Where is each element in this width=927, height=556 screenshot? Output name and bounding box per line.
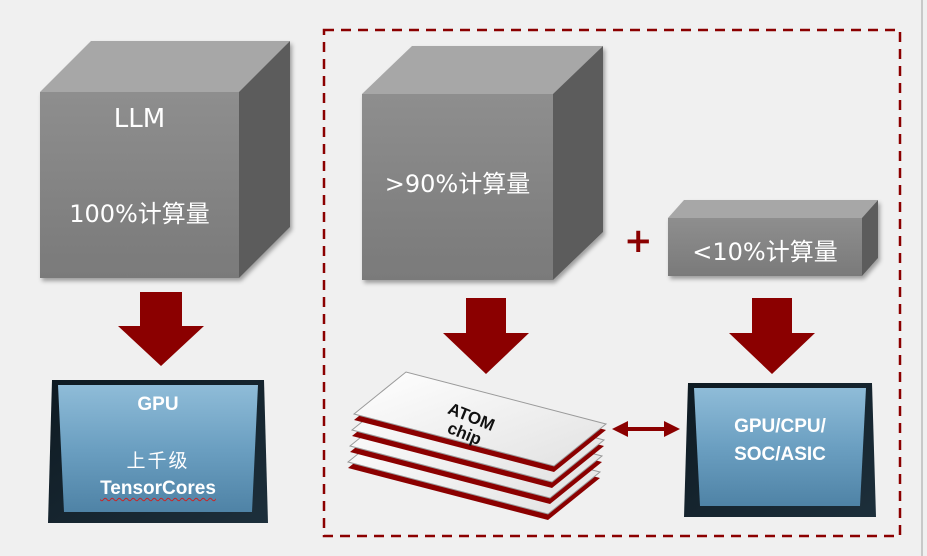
llm-cube-side xyxy=(239,41,290,278)
atom-chip-stack xyxy=(346,371,608,520)
llm-cube-top xyxy=(40,41,290,92)
gpu-chip-left xyxy=(48,380,268,523)
small-cube-side xyxy=(862,200,878,276)
big-compute-cube xyxy=(362,46,603,280)
big-cube-side xyxy=(553,46,603,280)
arrow-down-big-cube xyxy=(443,298,529,374)
processor-chip-right-face xyxy=(694,388,866,506)
bidirectional-arrow xyxy=(612,421,680,437)
processor-chip-right xyxy=(684,383,876,517)
arrow-down-small-cube xyxy=(729,298,815,374)
big-cube-front xyxy=(362,94,553,280)
small-cube-top xyxy=(668,200,878,218)
small-compute-cube xyxy=(668,200,878,276)
small-cube-front xyxy=(668,218,862,276)
llm-cube xyxy=(40,41,290,278)
atom-plate-1 xyxy=(352,371,608,472)
plus-sign: + xyxy=(624,221,653,261)
big-cube-top xyxy=(362,46,603,94)
dashed-region-border xyxy=(322,28,902,538)
llm-cube-front xyxy=(40,92,239,278)
arrow-down-llm xyxy=(118,292,204,366)
gpu-chip-left-face xyxy=(58,385,258,512)
